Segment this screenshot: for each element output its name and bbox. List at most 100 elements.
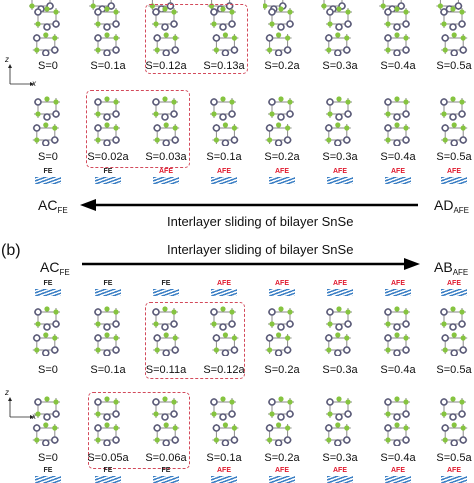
phase-badge-label: FE	[103, 280, 113, 287]
sliding-distance-label: S=0.4a	[380, 151, 416, 163]
phase-badge-label: FE	[161, 280, 171, 287]
sliding-distance-label: S=0.02a	[87, 151, 129, 163]
sliding-distance-label: S=0	[38, 364, 58, 376]
bilayer-stripes-icon	[441, 476, 467, 483]
phase-badge-label: AFE	[391, 467, 405, 474]
phase-badge: AFE	[384, 168, 412, 184]
phase-badge: FE	[34, 168, 62, 184]
bilayer-structure	[379, 396, 417, 447]
phase-badge-label: AFE	[275, 280, 289, 287]
bilayer-structure	[205, 396, 243, 447]
phase-badge-label: AFE	[333, 168, 347, 175]
dashed-highlight-box	[86, 90, 190, 168]
phase-badge-label: AFE	[447, 280, 461, 287]
bilayer-stripes-icon	[35, 476, 61, 483]
phase-badge: FE	[94, 168, 122, 184]
phase-badge: FE	[94, 467, 122, 483]
bilayer-structure	[263, 6, 301, 57]
phase-badge: FE	[152, 280, 180, 296]
bilayer-structure	[89, 6, 127, 57]
bilayer-structure	[205, 306, 243, 357]
bilayer-structure	[147, 96, 185, 147]
phase-badge: AFE	[210, 467, 238, 483]
sliding-distance-label: S=0.13a	[203, 60, 245, 72]
bilayer-structure	[89, 306, 127, 357]
bilayer-stripes-icon	[153, 289, 179, 296]
bilayer-stripes-icon	[211, 289, 237, 296]
bilayer-structure	[263, 396, 301, 447]
sliding-distance-label: S=0.12a	[145, 60, 187, 72]
phase-badge-label: FE	[43, 467, 53, 474]
sliding-distance-label: S=0.06a	[145, 452, 187, 464]
phase-badge-label: AFE	[159, 168, 173, 175]
phase-badge: AFE	[210, 168, 238, 184]
bilayer-stripes-icon	[441, 177, 467, 184]
bilayer-structure	[147, 6, 185, 57]
axis-x-label: x	[32, 412, 36, 421]
panel-b-sliding-arrow	[82, 258, 420, 270]
bilayer-structure	[147, 396, 185, 447]
phase-badge: AFE	[384, 467, 412, 483]
bilayer-stripes-icon	[35, 289, 61, 296]
phase-badge: AFE	[440, 168, 468, 184]
sliding-distance-label: S=0.5a	[436, 60, 472, 72]
phase-badge: AFE	[210, 280, 238, 296]
bilayer-stripes-icon	[269, 177, 295, 184]
axis-z-label: z	[5, 388, 9, 397]
bilayer-structure	[321, 306, 359, 357]
bilayer-structure	[147, 306, 185, 357]
sliding-distance-label: S=0.11a	[145, 364, 187, 376]
bilayer-stripes-icon	[95, 177, 121, 184]
bilayer-structure	[29, 396, 67, 447]
phase-badge: FE	[34, 467, 62, 483]
phase-badge-label: AFE	[391, 168, 405, 175]
phase-badge-label: AFE	[217, 280, 231, 287]
bilayer-structure	[29, 96, 67, 147]
bilayer-stripes-icon	[153, 177, 179, 184]
sliding-distance-label: S=0.5a	[436, 364, 472, 376]
dashed-highlight-box	[145, 4, 248, 74]
phase-badge: FE	[34, 280, 62, 296]
panel-b-letter: (b)	[1, 242, 21, 259]
sliding-distance-label: S=0.1a	[90, 60, 126, 72]
sliding-distance-label: S=0.1a	[206, 151, 242, 163]
panel-b-left-end-label: ACFE	[40, 259, 70, 277]
bilayer-structure	[379, 96, 417, 147]
sliding-distance-label: S=0.4a	[380, 364, 416, 376]
phase-badge-label: AFE	[275, 467, 289, 474]
phase-badge-label: AFE	[333, 467, 347, 474]
bilayer-structure	[321, 396, 359, 447]
bilayer-stripes-icon	[327, 177, 353, 184]
sliding-distance-label: S=0	[38, 452, 58, 464]
phase-badge: AFE	[384, 280, 412, 296]
panel-a-sliding-label: Interlayer sliding of bilayer SnSe	[167, 214, 354, 229]
phase-badge-label: AFE	[447, 467, 461, 474]
bilayer-stripes-icon	[269, 476, 295, 483]
panel-b-right-end-label: ABAFE	[434, 259, 469, 277]
bilayer-stripes-icon	[385, 177, 411, 184]
bilayer-structure	[205, 6, 243, 57]
sliding-distance-label: S=0.3a	[322, 151, 358, 163]
bilayer-stripes-icon	[441, 289, 467, 296]
phase-badge: AFE	[152, 168, 180, 184]
phase-badge-label: FE	[161, 467, 171, 474]
phase-badge: AFE	[268, 280, 296, 296]
axis-z-label: z	[5, 55, 9, 64]
sliding-distance-label: S=0.2a	[264, 151, 300, 163]
bilayer-stripes-icon	[385, 476, 411, 483]
bilayer-structure	[263, 96, 301, 147]
bilayer-structure	[263, 306, 301, 357]
sliding-distance-label: S=0.3a	[322, 364, 358, 376]
bilayer-structure	[435, 6, 473, 57]
bilayer-structure	[379, 306, 417, 357]
bilayer-structure	[435, 306, 473, 357]
phase-badge: AFE	[326, 280, 354, 296]
panel-a-right-end-label: ADAFE	[434, 197, 470, 215]
partial-structure	[320, 0, 359, 13]
sliding-distance-label: S=0.3a	[322, 452, 358, 464]
bilayer-structure	[29, 6, 67, 57]
phase-badge-label: AFE	[333, 280, 347, 287]
axis-icon	[8, 64, 34, 86]
phase-badge: FE	[94, 280, 122, 296]
sliding-distance-label: S=0	[38, 151, 58, 163]
